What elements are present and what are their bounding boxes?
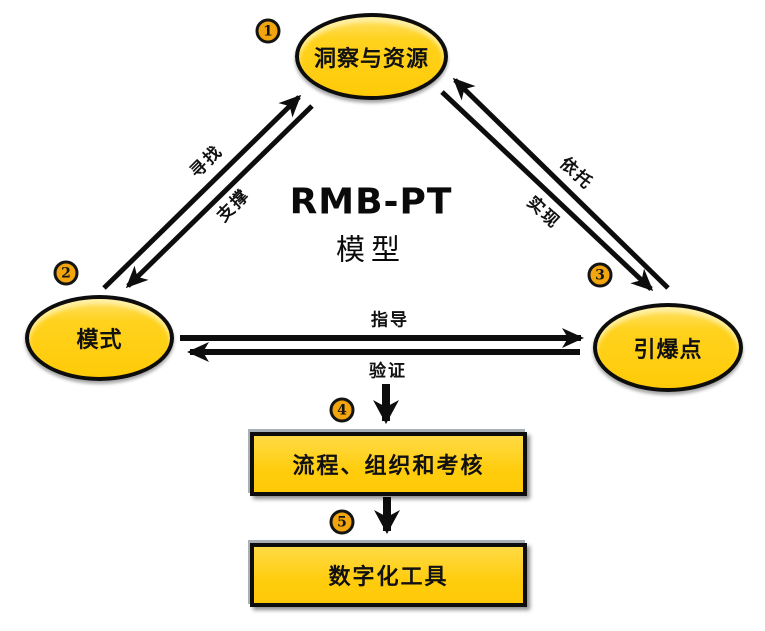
box-digital-label: 数字化工具 — [328, 565, 449, 590]
node-tipping: 引爆点 — [593, 303, 743, 392]
arrow-realize — [440, 90, 654, 292]
badge-1: 1 — [255, 18, 281, 44]
diagram-title: RMB-PT 模型 — [290, 182, 453, 269]
arrow-support — [125, 104, 314, 289]
node-tipping-label: 引爆点 — [633, 337, 703, 363]
node-pattern: 模式 — [25, 295, 174, 381]
diagram-title-main: RMB-PT — [289, 181, 453, 223]
node-insight: 洞察与资源 — [295, 13, 448, 100]
badge-4: 4 — [329, 397, 355, 423]
edge-label-verify: 验证 — [369, 361, 407, 382]
box-process-label: 流程、组织和考核 — [292, 454, 485, 479]
arrow-rely — [452, 77, 670, 290]
box-process: 流程、组织和考核 — [250, 432, 527, 496]
badge-3: 3 — [587, 262, 613, 288]
edge-label-guide: 指导 — [371, 310, 409, 331]
diagram-title-sub: 模型 — [335, 232, 406, 267]
badge-2: 2 — [53, 260, 79, 286]
node-insight-label: 洞察与资源 — [313, 46, 429, 72]
badge-5: 5 — [329, 509, 355, 535]
box-digital: 数字化工具 — [250, 543, 527, 607]
arrow-seek — [102, 94, 302, 290]
node-pattern-label: 模式 — [76, 328, 123, 353]
